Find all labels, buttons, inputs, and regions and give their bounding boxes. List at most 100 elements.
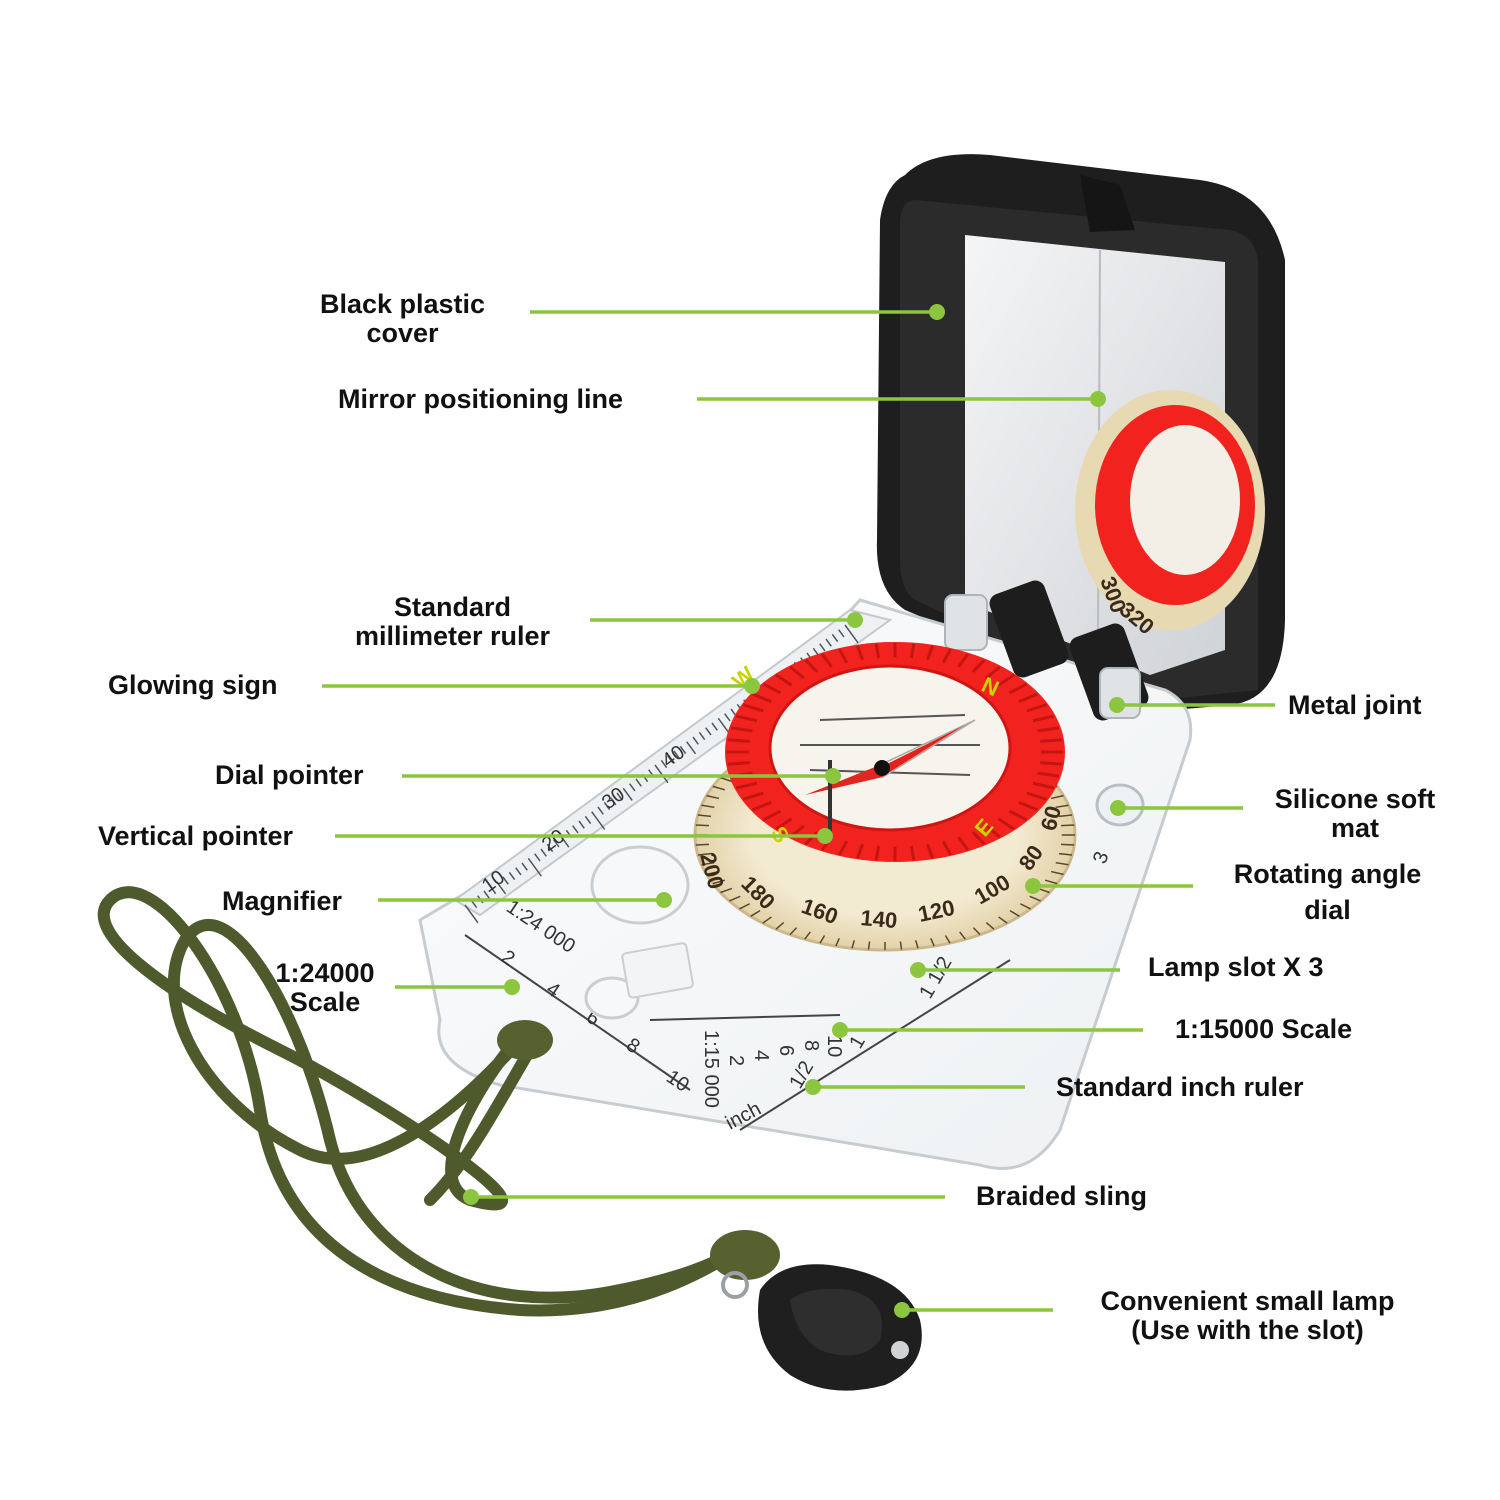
scale-15000-number-4: 4 — [750, 1050, 772, 1061]
compass-needle — [805, 719, 976, 835]
label-line: 1:24000 — [275, 958, 375, 988]
mm-tick — [572, 825, 579, 834]
leader-dot-scale-1-24000 — [504, 979, 520, 995]
label-standard-inch-ruler: Standard inch ruler — [1056, 1073, 1304, 1102]
bezel-tooth — [838, 648, 849, 664]
dial-tick — [835, 938, 840, 947]
label-standard-millimeter-ruler: Standard millimeter ruler — [330, 593, 575, 651]
bezel-tooth — [856, 645, 864, 661]
sling-loop-knot — [497, 1020, 780, 1280]
dial-tick — [944, 935, 951, 944]
dial-tick — [1055, 804, 1069, 809]
bezel-tooth — [1018, 800, 1039, 812]
bezel-tooth — [1037, 771, 1060, 778]
dial-tick — [972, 927, 981, 936]
label-magnifier: Magnifier — [222, 887, 342, 916]
label-glowing-sign: Glowing sign — [108, 671, 278, 700]
leader-dot-mirror-positioning-line — [1090, 391, 1106, 407]
leader-dot-silicone-soft-mat — [1110, 800, 1126, 816]
bezel-tooth — [997, 817, 1015, 831]
dial-tick — [851, 940, 856, 949]
lamp-slot-block — [621, 942, 694, 999]
mm-tick — [724, 713, 731, 722]
mm-tick — [502, 876, 509, 885]
dial-tick — [1058, 814, 1073, 818]
mm-tick — [622, 787, 633, 801]
mm-tick — [629, 783, 636, 792]
label-silicone-soft-mat: Silicone soft mat — [1250, 785, 1460, 843]
mm-tick — [825, 638, 832, 647]
dial-tick — [867, 941, 871, 950]
dial-tick — [695, 843, 710, 846]
label-line: Standard inch ruler — [1056, 1072, 1304, 1102]
mm-tick — [616, 792, 623, 801]
mm-tick — [831, 633, 839, 643]
label-line: Rotating angle — [1233, 859, 1422, 889]
bezel-tooth — [957, 836, 970, 852]
bezel-tooth — [838, 840, 849, 856]
mm-tick — [610, 797, 617, 806]
dial-tick — [720, 776, 733, 783]
dial-tick — [819, 935, 826, 944]
mm-tick — [521, 862, 528, 871]
dial-tick — [959, 931, 966, 940]
label-metal-joint: Metal joint — [1288, 691, 1422, 720]
dial-tick — [775, 922, 785, 930]
dial-tick — [706, 870, 720, 876]
small-lamp-body — [721, 1264, 922, 1391]
dial-tick — [1060, 824, 1075, 827]
mm-tick — [489, 885, 497, 895]
label-line: mat — [1330, 813, 1379, 843]
mm-tick — [578, 820, 585, 829]
label-line: Metal joint — [1288, 690, 1422, 720]
bezel-tooth — [804, 658, 819, 673]
mm-tick — [844, 624, 859, 644]
mm-tick — [584, 815, 592, 825]
bezel-tooth — [856, 843, 864, 859]
dial-tick — [697, 852, 712, 856]
dial-tick — [706, 794, 720, 800]
label-line: 1:15000 Scale — [1175, 1014, 1353, 1044]
dial-tick — [914, 940, 919, 949]
bezel-tooth — [775, 817, 793, 831]
bezel-tooth — [789, 665, 805, 680]
bezel-tooth — [804, 831, 819, 846]
label-line: Scale — [289, 987, 361, 1017]
dial-tick — [1009, 909, 1020, 917]
dial-tick — [1050, 794, 1064, 800]
mm-tick — [711, 722, 718, 731]
label-line: Magnifier — [222, 886, 343, 916]
scale-15000-number-6: 6 — [775, 1045, 797, 1056]
bezel-tooth — [997, 673, 1015, 687]
leader-dot-rotating-angle-dial — [1025, 878, 1041, 894]
mm-tick — [483, 890, 490, 899]
mm-tick — [654, 764, 669, 784]
mm-tick — [819, 643, 826, 652]
bezel-tooth — [1032, 714, 1055, 723]
dial-tick — [804, 931, 811, 940]
leader-dot-lamp-slot-x3 — [910, 962, 926, 978]
bezel-tooth — [1040, 761, 1063, 766]
bezel-tooth — [926, 843, 934, 859]
label-line: Silicone soft — [1274, 784, 1436, 814]
label-line: Vertical pointer — [98, 821, 294, 851]
label-line: Black plastic — [319, 289, 486, 319]
label-rotating-angle-dial: Rotating angle dial — [1205, 860, 1450, 925]
label-line: Convenient small lamp — [1100, 1286, 1395, 1316]
bezel-tooth — [941, 840, 952, 856]
leader-dot-black-plastic-cover — [929, 304, 945, 320]
dial-tick — [1020, 903, 1031, 910]
label-line: millimeter ruler — [354, 621, 551, 651]
label-black-plastic-cover: Black plastic cover — [290, 290, 515, 348]
mm-tick — [692, 736, 699, 745]
dial-number-140: 140 — [860, 905, 899, 933]
mm-tick — [673, 750, 680, 759]
bezel-tooth — [909, 845, 916, 861]
mirror-reflected-bezel: 300 320 — [1075, 390, 1265, 639]
mm-tick — [515, 867, 522, 876]
bezel-tooth — [762, 809, 782, 822]
mm-tick — [603, 801, 611, 811]
mm-tick — [679, 745, 687, 755]
dial-tick — [720, 887, 733, 894]
